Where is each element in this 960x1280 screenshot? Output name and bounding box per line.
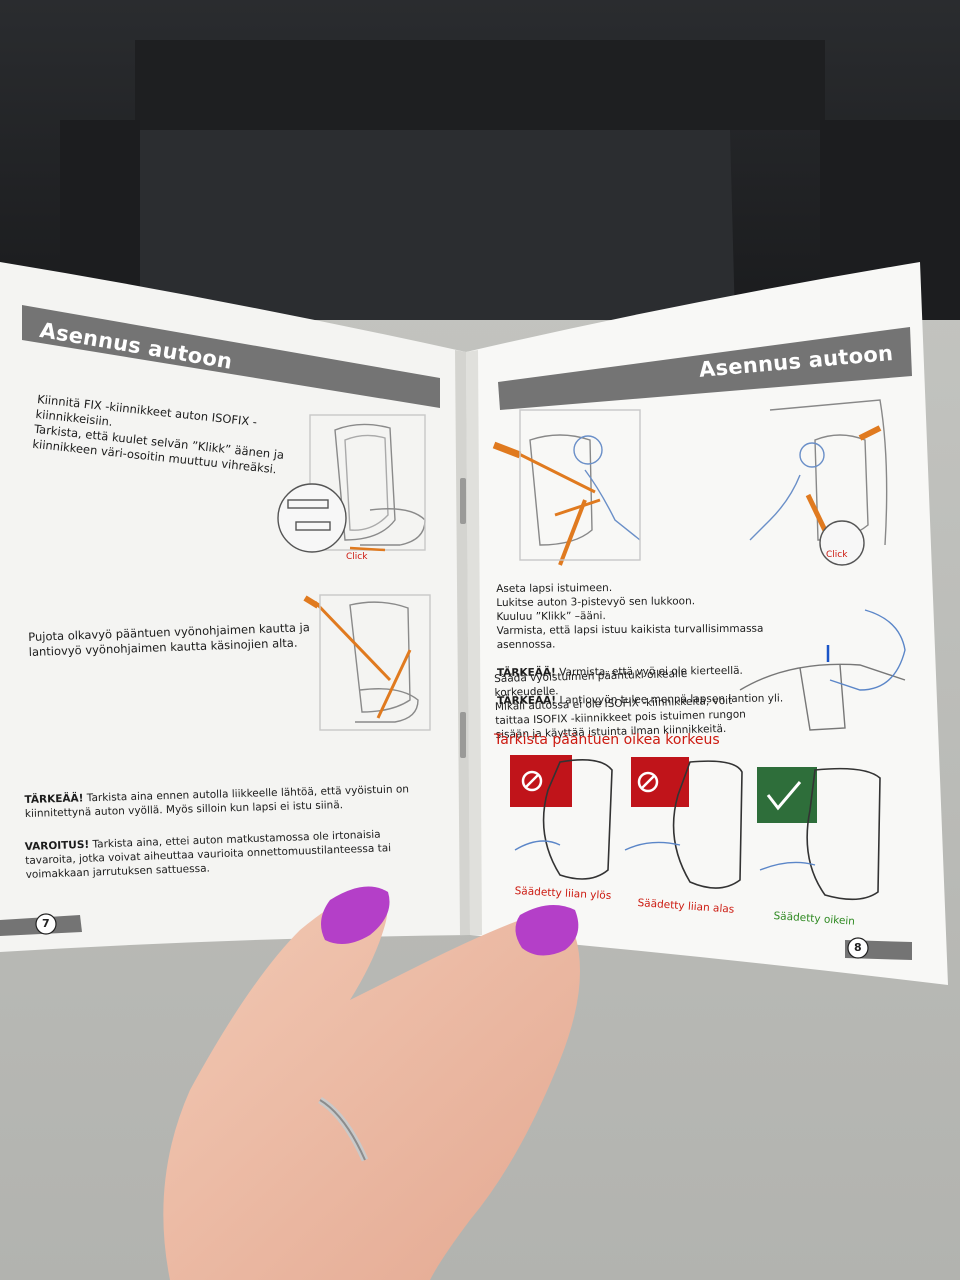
- left-page-number: 7: [42, 917, 50, 930]
- left-page: [0, 262, 470, 952]
- left-click-label: Click: [346, 552, 368, 562]
- left-header-bar: [22, 305, 440, 408]
- seat-in-car-illustration: [749, 399, 888, 566]
- headrest-adjust-illustration: [739, 609, 906, 731]
- right-check-heading: Tarkista pääntuen oikea korkeus: [494, 732, 720, 748]
- right-header-bar: [498, 327, 912, 410]
- right-page: [466, 262, 948, 985]
- right-click-label: Click: [826, 550, 848, 560]
- headrest-check-panels: [510, 755, 881, 901]
- hand-shape: [163, 890, 581, 1280]
- child-in-seat-illustration: [492, 409, 641, 566]
- thumb-nail: [321, 886, 390, 944]
- finger-nail: [515, 905, 579, 956]
- right-page-number: 8: [854, 941, 862, 954]
- belt-routing-illustration: [303, 594, 431, 731]
- isofix-seat-illustration: [277, 414, 426, 553]
